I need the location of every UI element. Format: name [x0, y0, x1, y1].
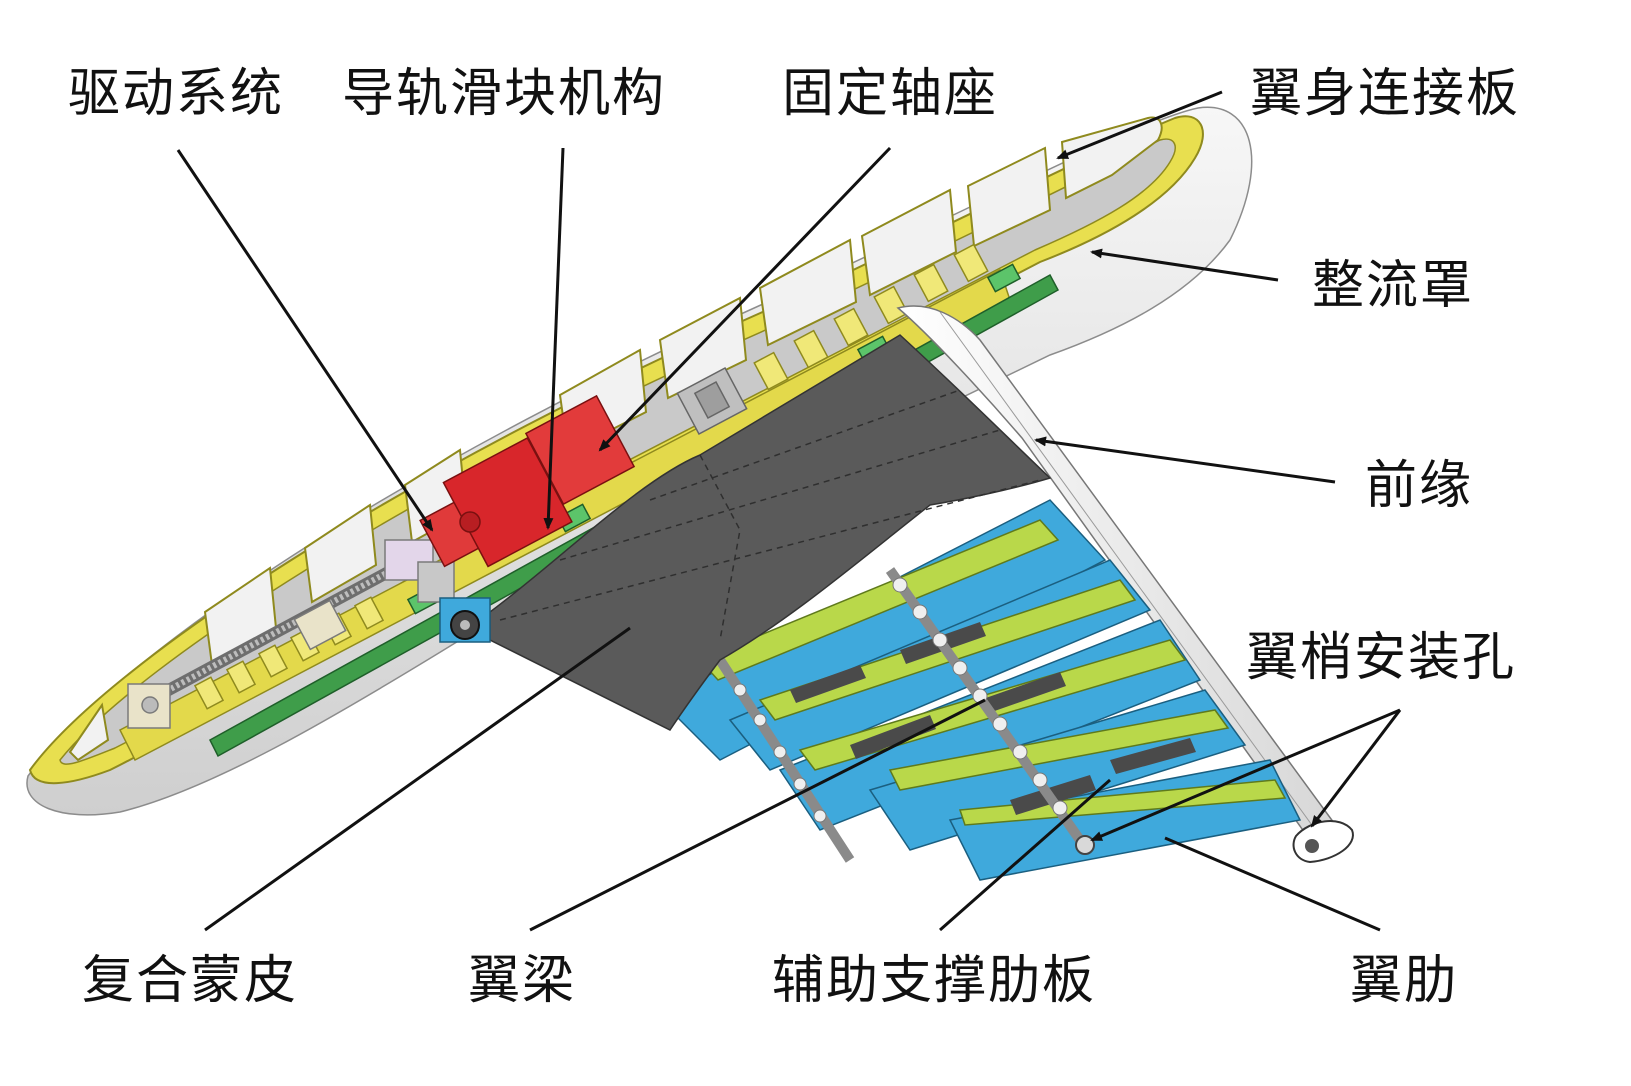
wingtip-hole-right	[1305, 839, 1319, 853]
skin-dash-lines	[499, 389, 1041, 641]
label-fairing: 整流罩	[1312, 256, 1475, 316]
label-wingtip-holes: 翼梢安装孔	[1246, 628, 1517, 688]
leader-spar	[529, 698, 986, 932]
leader-leading-edge	[1034, 436, 1336, 484]
leader-fixed-bearing	[598, 146, 892, 452]
label-wing-body-plate: 翼身连接板	[1250, 64, 1521, 124]
leader-rail-slider	[543, 147, 565, 530]
label-leading-edge: 前缘	[1365, 456, 1474, 516]
leader-wingtip-hole-left	[1090, 708, 1401, 842]
drive-motor	[419, 394, 636, 568]
leader-composite-skin	[204, 626, 631, 932]
leader-wing-body-plate	[1056, 90, 1223, 160]
spar-beads	[733, 577, 1068, 823]
composite-skin	[489, 334, 1052, 731]
label-spar: 翼梁	[468, 951, 577, 1011]
leader-drive-system	[176, 149, 434, 532]
label-composite-skin: 复合蒙皮	[82, 951, 299, 1011]
label-rail-slider: 导轨滑块机构	[342, 64, 667, 124]
leader-rib	[1164, 836, 1381, 932]
tray-teeth	[193, 243, 989, 710]
leader-aux-rib-plate	[939, 778, 1111, 932]
ball-screw	[147, 549, 423, 706]
leader-wingtip-hole-right	[1310, 709, 1402, 828]
label-rib: 翼肋	[1350, 951, 1459, 1011]
leader-lines	[176, 90, 1402, 932]
label-drive-system: 驱动系统	[68, 64, 285, 124]
skin-root-bracket	[439, 597, 491, 643]
fixed-bearing-seat	[676, 367, 748, 435]
label-aux-rib-plate: 辅助支撑肋板	[772, 951, 1097, 1011]
wingtip-hole-left	[1075, 835, 1095, 855]
end-bearing-blocks	[127, 539, 455, 729]
label-fixed-bearing: 固定轴座	[782, 64, 999, 124]
leader-fairing	[1090, 248, 1279, 282]
